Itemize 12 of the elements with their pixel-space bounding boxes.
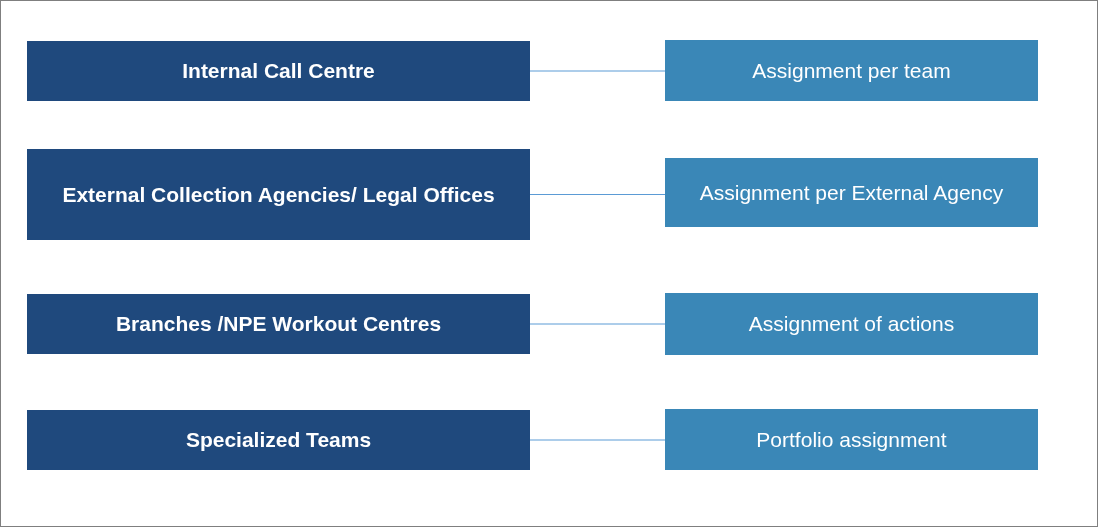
channel-box: Specialized Teams — [27, 410, 530, 470]
assignment-box: Assignment of actions — [665, 293, 1038, 355]
assignment-box: Assignment per External Agency — [665, 158, 1038, 227]
connector-line — [529, 194, 666, 195]
connector-line — [529, 70, 666, 72]
assignment-box: Portfolio assignment — [665, 409, 1038, 470]
channel-box: Branches /NPE Workout Centres — [27, 294, 530, 354]
assignment-box: Assignment per team — [665, 40, 1038, 101]
channel-box: External Collection Agencies/ Legal Offices — [27, 149, 530, 240]
channel-box: Internal Call Centre — [27, 41, 530, 101]
connector-line — [529, 439, 666, 441]
connector-line — [529, 323, 666, 325]
